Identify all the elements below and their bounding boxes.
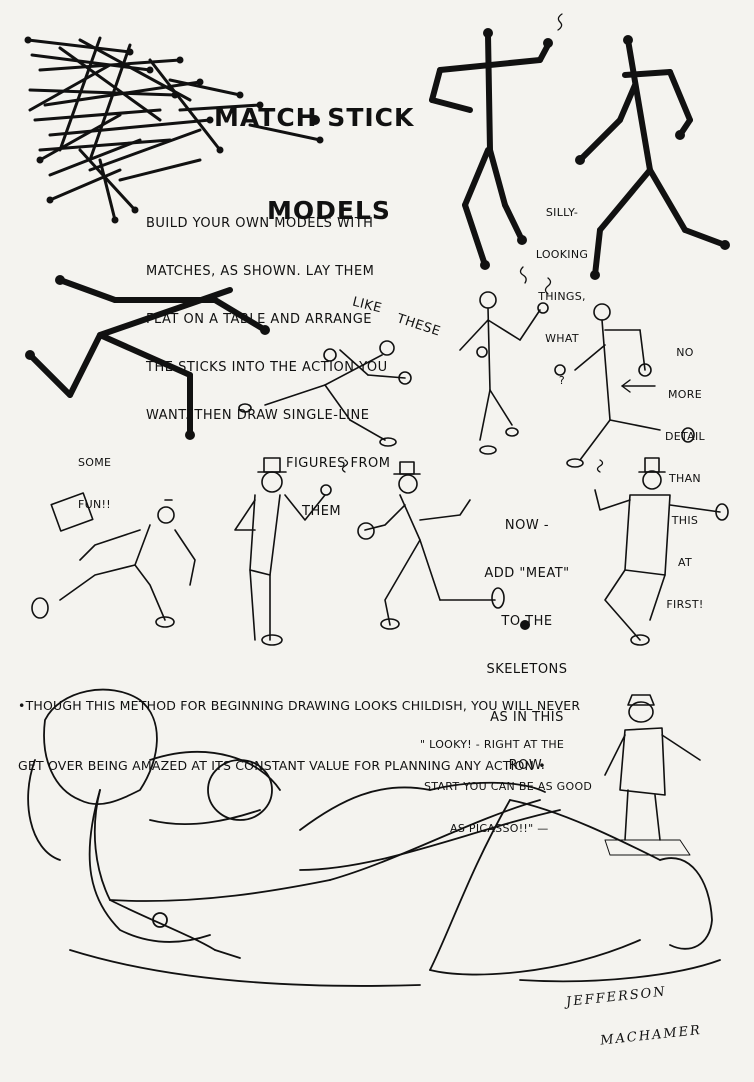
note-meat-line-5: AS IN THIS — [490, 710, 564, 725]
note-no-more-detail: NO MORE DETAIL THAN THIS AT FIRST! — [655, 318, 715, 640]
meat-figure-2 — [234, 457, 332, 646]
note-silly-line-5: ? — [558, 374, 566, 387]
instructions-line-4: THE STICKS INTO THE ACTION YOU — [146, 360, 388, 375]
comic-page: MATCH STICK MODELS BUILD YOUR OWN MODELS… — [18, 13, 738, 1049]
meat-figure-1 — [31, 492, 196, 628]
little-man-drawing — [604, 694, 701, 856]
instructions-line-7: THEM — [302, 504, 342, 519]
note-detail-line-2: MORE — [668, 388, 702, 401]
note-silly-line-1: SILLY- — [545, 206, 579, 219]
quote-line-3: AS PICASSO!!" — — [450, 822, 549, 835]
page-title-line-1: MATCH STICK — [214, 103, 415, 132]
note-detail-line-5: THIS — [671, 514, 699, 527]
instructions-line-3: FLAT ON A TABLE AND ARRANGE — [146, 312, 373, 327]
note-fun-line-2: FUN!! — [78, 498, 111, 511]
note-meat-line-6: ROW. — [508, 758, 546, 773]
note-detail-line-7: FIRST! — [666, 598, 704, 611]
meat-figure-4 — [594, 457, 729, 646]
note-detail-line-6: AT — [678, 556, 692, 569]
signature-line-1: JEFFERSON — [565, 984, 668, 1010]
note-meat-line-1: NOW - — [504, 518, 550, 533]
note-detail-line-1: NO — [676, 346, 694, 359]
illustration-art — [24, 13, 730, 987]
note-silly-looking: SILLY- LOOKING THINGS, WHAT ? — [530, 178, 594, 416]
quote-line-1: " LOOKY! - RIGHT AT THE — [420, 738, 565, 751]
note-add-meat: NOW - ADD "MEAT" TO THE SKELETONS AS IN … — [478, 486, 576, 806]
note-detail-line-4: THAN — [669, 472, 701, 485]
matchstick-figure-1 — [429, 32, 551, 268]
speech-quote: " LOOKY! - RIGHT AT THE START YOU CAN BE… — [420, 710, 600, 864]
page-title-line-2: MODELS — [267, 196, 391, 225]
instructions-line-5: WANT. THEN DRAW SINGLE-LINE — [146, 408, 370, 423]
instructions-line-2: MATCHES, AS SHOWN. LAY THEM — [146, 264, 375, 279]
quote-line-2: START YOU CAN BE AS GOOD — [424, 780, 593, 793]
matchstick-figure-2 — [577, 37, 728, 278]
line-figure-1 — [238, 340, 412, 447]
instructions-line-6: FIGURES FROM — [286, 456, 391, 471]
caption-line-2: GET OVER BEING AMAZED AT ITS CONSTANT VA… — [18, 758, 546, 773]
note-meat-line-4: SKELETONS — [486, 662, 568, 677]
note-silly-line-4: WHAT — [545, 332, 579, 345]
signature-line-2: MACHAMER — [599, 1022, 703, 1049]
meat-figure-3 — [357, 461, 505, 630]
caption-line-1: •THOUGH THIS METHOD FOR BEGINNING DRAWIN… — [18, 698, 581, 713]
reclining-woman-drawing — [27, 688, 721, 987]
note-meat-line-3: TO THE — [501, 614, 553, 629]
note-detail-line-3: DETAIL — [665, 430, 705, 443]
matchstick-figure-3 — [27, 277, 268, 438]
instructions-line-1: BUILD YOUR OWN MODELS WITH — [146, 216, 374, 231]
page-title: MATCH STICK MODELS — [214, 40, 414, 288]
note-silly-line-2: LOOKING — [535, 248, 589, 261]
caption-text: •THOUGH THIS METHOD FOR BEGINNING DRAWIN… — [18, 656, 738, 816]
note-fun-line-1: SOME — [78, 456, 112, 469]
line-figure-3 — [554, 303, 695, 468]
matchstick-pile — [26, 36, 322, 222]
line-figure-2 — [459, 291, 549, 455]
note-meat-line-2: ADD "MEAT" — [484, 566, 570, 581]
instructions-text: BUILD YOUR OWN MODELS WITH MATCHES, AS S… — [146, 184, 426, 552]
note-some-fun: SOME FUN!! — [78, 428, 128, 540]
artist-signature: JEFFERSON MACHAMER — [543, 950, 744, 1081]
note-silly-line-3: THINGS, — [538, 290, 586, 303]
